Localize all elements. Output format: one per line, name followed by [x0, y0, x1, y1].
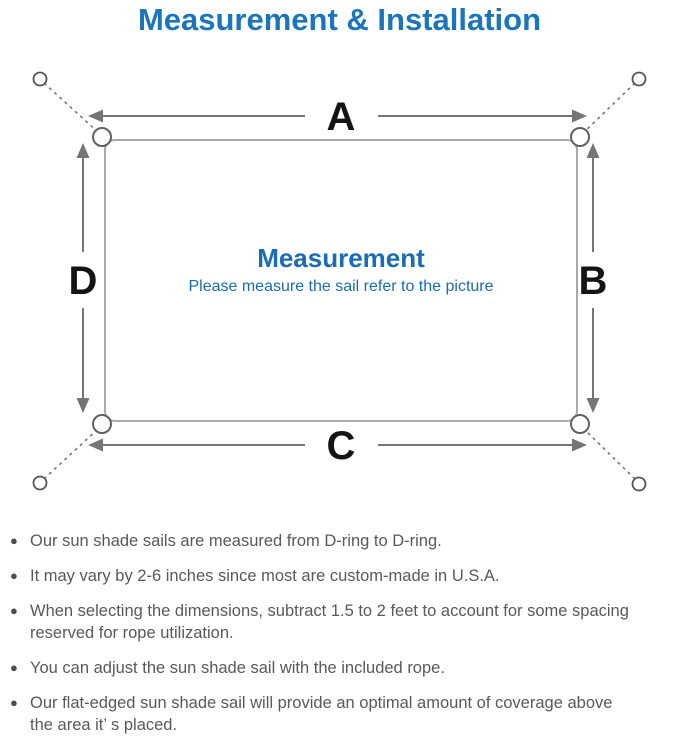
rope-dashed-lines [43, 82, 636, 480]
label-c: C [327, 424, 356, 468]
label-a: A [327, 95, 356, 139]
note-text: Our flat-edged sun shade sail will provi… [30, 694, 613, 734]
anchor-circle-bottom-right [631, 476, 647, 492]
list-item: ● Our flat-edged sun shade sail will pro… [10, 692, 672, 736]
bullet-icon: ● [10, 533, 18, 548]
list-item: ● Our sun shade sails are measured from … [10, 530, 672, 552]
arrow-right-icon [572, 109, 587, 123]
notes-list: ● Our sun shade sails are measured from … [10, 530, 672, 749]
arrow-up-icon [76, 143, 90, 158]
dimension-c: C [88, 424, 587, 468]
label-d: D [69, 259, 98, 303]
bullet-icon: ● [10, 695, 18, 710]
anchor-points [32, 71, 647, 492]
d-ring-bottom-left [92, 414, 112, 434]
list-item: ● You can adjust the sun shade sail with… [10, 657, 672, 679]
note-text: It may vary by 2-6 inches since most are… [30, 567, 500, 585]
rope-line-bottom-right [581, 426, 636, 480]
rope-line-bottom-left [43, 426, 101, 480]
arrow-left-icon [88, 438, 103, 452]
rope-line-top-right [581, 82, 636, 135]
bullet-icon: ● [10, 603, 18, 618]
d-ring-bottom-right [570, 414, 590, 434]
arrow-right-icon [572, 438, 587, 452]
list-item: ● When selecting the dimensions, subtrac… [10, 600, 672, 644]
note-text: Our sun shade sails are measured from D-… [30, 532, 442, 550]
corner-d-rings [92, 127, 590, 434]
dimension-b: B [579, 143, 608, 413]
note-text: You can adjust the sun shade sail with t… [30, 659, 445, 677]
dimension-a: A [88, 95, 587, 139]
d-ring-top-left [92, 127, 112, 147]
anchor-circle-bottom-left [32, 475, 48, 491]
bullet-icon: ● [10, 568, 18, 583]
anchor-circle-top-right [631, 71, 647, 87]
anchor-circle-top-left [32, 71, 48, 87]
label-b: B [579, 259, 608, 303]
dimension-d: D [69, 143, 98, 413]
arrow-left-icon [88, 109, 103, 123]
page-title: Measurement & Installation [137, 2, 542, 37]
arrow-up-icon [586, 143, 600, 158]
bullet-icon: ● [10, 660, 18, 675]
arrow-down-icon [586, 398, 600, 413]
list-item: ● It may vary by 2-6 inches since most a… [10, 565, 672, 587]
sail-outline-rect [104, 139, 578, 422]
note-text: When selecting the dimensions, subtract … [30, 602, 629, 642]
d-ring-top-right [570, 127, 590, 147]
arrow-down-icon [76, 398, 90, 413]
rope-line-top-left [43, 82, 101, 135]
